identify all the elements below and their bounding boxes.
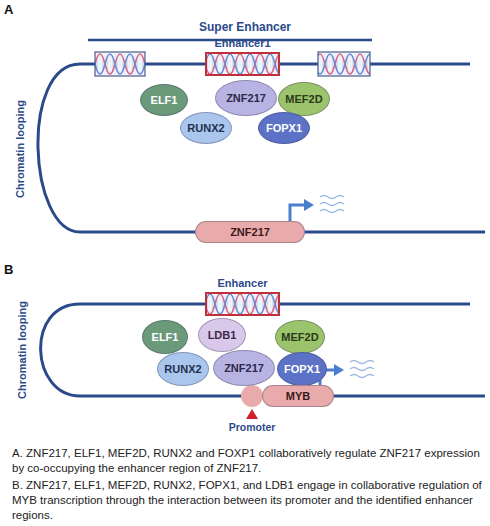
protein-oval: ELF1 bbox=[142, 320, 188, 354]
enhancer-heading: Enhancer1 bbox=[207, 37, 278, 49]
promoter-label: Promoter bbox=[216, 421, 288, 435]
node-label: RUNX2 bbox=[187, 122, 224, 134]
transcript-waves bbox=[320, 196, 344, 213]
protein-oval: RUNX2 bbox=[157, 352, 209, 386]
node-label: ZNF217 bbox=[230, 226, 270, 238]
region-label: Super Enhancer bbox=[145, 20, 345, 36]
node-label: FOPX1 bbox=[266, 122, 302, 134]
node-label: RUNX2 bbox=[164, 363, 201, 375]
arrow-head bbox=[304, 199, 314, 211]
enhancer-box: Enhancer bbox=[205, 292, 280, 316]
node-label: FOPX1 bbox=[284, 363, 320, 375]
transcript-waves bbox=[350, 361, 374, 378]
panel-letter: A bbox=[4, 2, 24, 18]
protein-oval: FOPX1 bbox=[277, 352, 327, 386]
node-label: ZNF217 bbox=[226, 92, 266, 104]
dna-box bbox=[95, 52, 145, 76]
chromatin-loop bbox=[41, 304, 485, 396]
enhancer-heading: Enhancer bbox=[207, 277, 278, 289]
dna-box bbox=[205, 292, 280, 316]
gene-bar: MYB bbox=[262, 385, 334, 407]
promoter-circle bbox=[241, 385, 263, 407]
node-label: ZNF217 bbox=[224, 362, 264, 374]
arrow-head bbox=[334, 364, 344, 376]
loop-label: Chromatin looping bbox=[14, 84, 30, 214]
node-label: LDB1 bbox=[208, 329, 237, 341]
dna-box bbox=[205, 52, 280, 76]
chromatin-loop bbox=[38, 64, 485, 232]
node-label: MEF2D bbox=[281, 331, 318, 343]
promoter-marker bbox=[246, 409, 258, 419]
enhancer-box: Enhancer1 bbox=[205, 52, 280, 76]
node-label: MEF2D bbox=[285, 93, 322, 105]
protein-oval: MEF2D bbox=[278, 82, 330, 116]
protein-oval: ZNF217 bbox=[215, 80, 277, 116]
loop-label: Chromatin looping bbox=[16, 290, 32, 410]
transcription-arrow bbox=[290, 205, 306, 221]
dna-box bbox=[318, 52, 370, 76]
panel-letter: B bbox=[4, 262, 24, 278]
caption-text: A. ZNF217, ELF1, MEF2D, RUNX2 and FOXP1 … bbox=[12, 446, 482, 478]
protein-oval: RUNX2 bbox=[180, 112, 232, 144]
protein-oval: ELF1 bbox=[140, 84, 188, 116]
protein-oval: MEF2D bbox=[275, 320, 325, 354]
protein-oval: LDB1 bbox=[198, 318, 246, 352]
protein-oval: ZNF217 bbox=[213, 350, 275, 386]
protein-oval: FOPX1 bbox=[258, 112, 310, 144]
node-label: ELF1 bbox=[152, 331, 179, 343]
node-label: MYB bbox=[286, 390, 310, 402]
gene-bar: ZNF217 bbox=[195, 221, 305, 243]
caption-text: B. ZNF217, ELF1, MEF2D, RUNX2, FOPX1, an… bbox=[12, 478, 482, 524]
node-label: ELF1 bbox=[151, 94, 178, 106]
